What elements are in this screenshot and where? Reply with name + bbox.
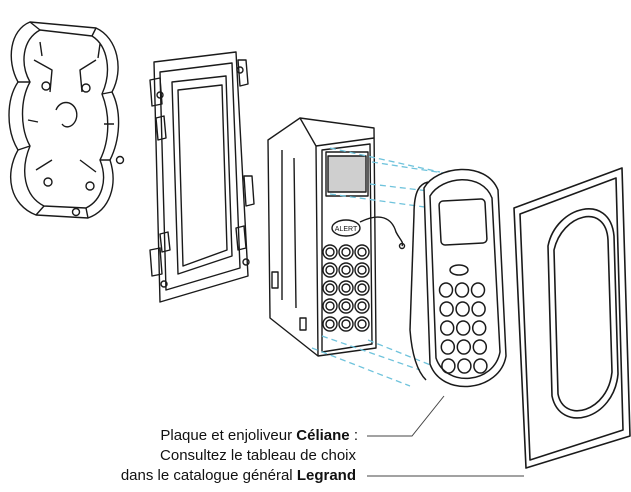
module-key xyxy=(354,298,370,314)
module-key-inner xyxy=(325,283,335,293)
module-key-inner xyxy=(357,301,367,311)
faceplate-key xyxy=(440,339,456,355)
module-key-inner xyxy=(325,301,335,311)
module-key-inner xyxy=(325,247,335,257)
module-key xyxy=(322,262,338,278)
module-key xyxy=(322,316,338,332)
module-key-inner xyxy=(341,265,351,275)
module-keys xyxy=(322,244,370,332)
module-key-inner xyxy=(357,283,367,293)
module-key xyxy=(338,298,354,314)
module-key-inner xyxy=(341,247,351,257)
cover-plate-icon xyxy=(513,167,631,469)
faceplate-key xyxy=(457,358,472,374)
double-wall-box-icon xyxy=(8,21,125,219)
module-key xyxy=(354,262,370,278)
module-key xyxy=(322,244,338,260)
faceplate-key xyxy=(439,320,455,336)
keypad-faceplate-icon xyxy=(409,168,507,388)
faceplate-key xyxy=(438,282,454,298)
mounting-frame-icon xyxy=(149,51,255,303)
module-key-inner xyxy=(341,319,351,329)
faceplate-key xyxy=(470,282,486,298)
faceplate-key xyxy=(473,358,488,374)
module-key xyxy=(322,298,338,314)
panel-label: ALERT xyxy=(335,226,358,233)
caption-brand-legrand: Legrand xyxy=(296,467,356,484)
keypad-module-icon: ALERT xyxy=(267,117,406,357)
caption-line-2: Consultez le tableau de choix xyxy=(160,445,356,466)
faceplate-key xyxy=(454,282,470,298)
faceplate-key xyxy=(439,301,454,317)
module-key xyxy=(354,280,370,296)
module-key xyxy=(338,262,354,278)
leader-lines xyxy=(367,395,524,477)
module-key xyxy=(338,316,354,332)
caption-line-3: dans le catalogue général Legrand xyxy=(121,465,356,486)
caption-line2-text: Consultez le tableau de choix xyxy=(160,447,356,464)
module-key-inner xyxy=(357,247,367,257)
faceplate-key xyxy=(472,339,488,355)
caption-line1-suffix: : xyxy=(349,427,358,444)
faceplate-key xyxy=(441,358,456,374)
caption-brand-celiane: Céliane xyxy=(296,427,350,444)
faceplate-keys xyxy=(438,282,488,374)
faceplate-key xyxy=(455,320,471,336)
caption-line3-prefix: dans le catalogue général xyxy=(120,467,297,484)
caption-line1-prefix: Plaque et enjoliveur xyxy=(160,427,297,444)
module-key xyxy=(354,244,370,260)
faceplate-key xyxy=(471,320,487,336)
faceplate-key xyxy=(471,301,486,317)
caption-line-1: Plaque et enjoliveur Céliane : xyxy=(160,425,358,446)
faceplate-key xyxy=(456,339,472,355)
module-key-inner xyxy=(325,265,335,275)
module-key xyxy=(322,280,338,296)
module-key xyxy=(354,316,370,332)
module-key xyxy=(338,244,354,260)
module-key xyxy=(338,280,354,296)
module-key-inner xyxy=(357,319,367,329)
module-key-inner xyxy=(341,283,351,293)
module-key-inner xyxy=(357,265,367,275)
module-key-inner xyxy=(325,319,335,329)
module-key-inner xyxy=(341,301,351,311)
faceplate-key xyxy=(455,301,470,317)
